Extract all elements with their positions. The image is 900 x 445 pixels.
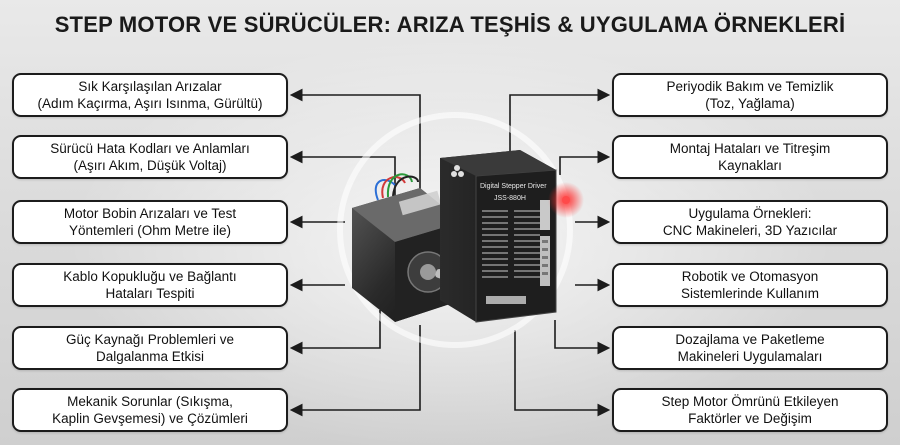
arrow-right-2 [559,150,611,175]
right-box-1: Periyodik Bakım ve Temizlik (Toz, Yağlam… [612,73,888,117]
right-box-4-line2: Sistemlerinde Kullanım [680,286,820,301]
driver-model: JSS-880H [494,195,526,202]
left-box-3-line1: Motor Bobin Arızaları ve Test [63,206,237,221]
right-box-5-line1: Dozajlama ve Paketleme [675,332,825,347]
left-box-5-line1: Güç Kaynağı Problemleri ve [65,332,235,347]
arrow-right-1 [509,88,611,160]
right-box-5: Dozajlama ve Paketleme Makineleri Uygula… [612,326,888,370]
left-box-6-line1: Mekanik Sorunlar (Sıkışma, [67,394,233,409]
right-box-2: Montaj Hataları ve Titreşim Kaynakları [612,135,888,179]
left-box-4-line2: Hataları Tespiti [105,286,195,301]
driver-label: Digital Stepper Driver [480,183,547,190]
arrow-left-1 [289,88,421,190]
left-box-3-line2: Yöntemleri (Ohm Metre ile) [68,223,232,238]
arrow-right-5 [554,320,611,355]
stepper-motor [352,188,469,322]
led-indicator [562,196,570,204]
left-box-2-line1: Sürücü Hata Kodları ve Anlamları [50,141,250,156]
right-box-1-line1: Periyodik Bakım ve Temizlik [666,79,834,94]
left-box-2-line2: (Aşırı Akım, Düşük Voltaj) [73,158,227,173]
left-box-5: Güç Kaynağı Problemleri ve Dalgalanma Et… [12,326,288,370]
left-box-1-line1: Sık Karşılaşılan Arızalar [78,79,222,94]
right-box-4: Robotik ve Otomasyon Sistemlerinde Kulla… [612,263,888,307]
left-box-5-line2: Dalgalanma Etkisi [95,349,205,364]
right-box-6-line2: Faktörler ve Değişim [688,411,812,426]
right-box-3: Uygulama Örnekleri: CNC Makineleri, 3D Y… [612,200,888,244]
right-box-5-line2: Makineleri Uygulamaları [677,349,823,364]
right-box-2-line1: Montaj Hataları ve Titreşim [669,141,831,156]
motor-wires [374,173,419,201]
arrow-left-6 [289,325,421,417]
left-box-1: Sık Karşılaşılan Arızalar (Adım Kaçırma,… [12,73,288,117]
arrow-right-6 [514,330,611,417]
right-box-2-line2: Kaynakları [718,158,782,173]
left-box-4-line1: Kablo Kopukluğu ve Bağlantı [63,269,237,284]
right-box-6-line1: Step Motor Ömrünü Etkileyen [661,394,839,409]
page-title: STEP MOTOR VE SÜRÜCÜLER: ARIZA TEŞHİS & … [54,12,846,37]
right-box-1-line2: (Toz, Yağlama) [705,96,795,111]
driver-logo-icon [451,165,464,177]
left-box-6-line2: Kaplin Gevşemesi) ve Çözümleri [52,411,248,426]
left-box-4: Kablo Kopukluğu ve Bağlantı Hataları Tes… [12,263,288,307]
left-box-1-line2: (Adım Kaçırma, Aşırı Isınma, Gürültü) [37,96,263,111]
left-box-6: Mekanik Sorunlar (Sıkışma, Kaplin Gevşem… [12,388,288,432]
arrow-left-5 [289,310,381,355]
stepper-driver: Digital Stepper Driver JSS-880H [440,150,557,323]
right-box-6: Step Motor Ömrünü Etkileyen Faktörler ve… [612,388,888,432]
right-box-3-line2: CNC Makineleri, 3D Yazıcılar [662,223,838,238]
left-box-3: Motor Bobin Arızaları ve Test Yöntemleri… [12,200,288,244]
right-box-4-line1: Robotik ve Otomasyon [681,269,819,284]
right-box-3-line1: Uygulama Örnekleri: [688,206,812,221]
left-box-2: Sürücü Hata Kodları ve Anlamları (Aşırı … [12,135,288,179]
